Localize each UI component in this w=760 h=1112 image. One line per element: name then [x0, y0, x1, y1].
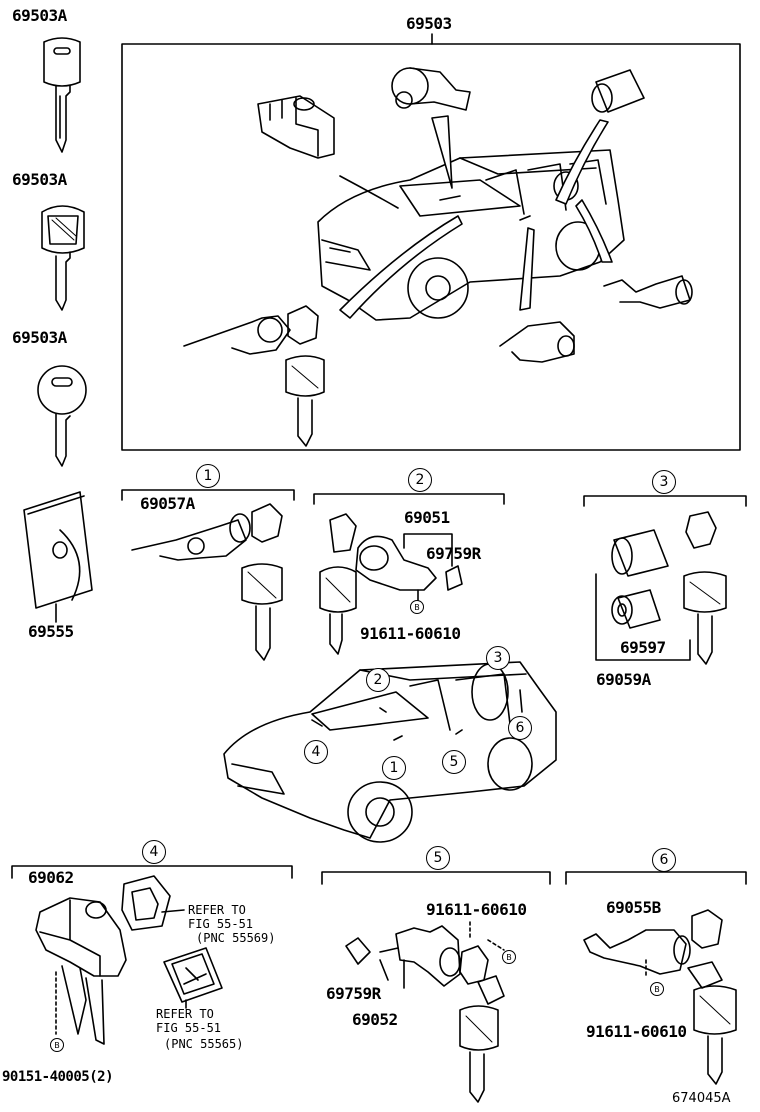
door-cylinder-set-icon — [131, 503, 283, 661]
vehicle-callout-1: 1 — [382, 756, 406, 780]
back-door-lock-set-icon — [583, 909, 737, 1085]
group3-part-a: 69597 — [620, 638, 666, 657]
group4-bolt-mark: B — [50, 1038, 64, 1052]
key-icon-a — [43, 37, 81, 153]
main-set-box — [121, 33, 741, 451]
card-key-icon — [23, 491, 93, 623]
group1-part-number: 69057A — [140, 494, 195, 513]
group5-part-a: 69759R — [326, 984, 381, 1003]
group4-bolt-number: 90151-40005(2) — [2, 1069, 114, 1085]
group5-bracket — [321, 871, 551, 885]
group3-bracket — [583, 495, 747, 507]
key-icon-c — [37, 365, 87, 467]
key-b-part-number: 69503A — [12, 170, 67, 189]
group1-bracket — [121, 489, 295, 501]
group4-refer2-line2: FIG 55-51 — [156, 1021, 222, 1035]
back-door-cylinder-icon — [591, 69, 645, 113]
group4-refer1-line3: (PNC 55569) — [196, 931, 276, 945]
group5-part-b: 69052 — [352, 1010, 398, 1029]
group4-refer2-line3: (PNC 55565) — [164, 1037, 244, 1051]
vehicle-callout-4: 4 — [304, 740, 328, 764]
door-lock-cylinder-set-icon — [345, 921, 505, 1103]
group2-bracket — [313, 493, 505, 505]
door-lock-cylinder-icon — [319, 513, 463, 655]
group5-bolt-mark: B — [502, 950, 516, 964]
group6-part-number: 69055B — [606, 898, 661, 917]
hood-lock-icon — [257, 95, 335, 159]
group6-bolt-mark: B — [650, 982, 664, 996]
group5-bolt-number: 91611-60610 — [426, 900, 527, 919]
callout-4: 4 — [142, 840, 166, 864]
back-door-cylinder-set-icon — [595, 511, 727, 665]
group6-bracket — [565, 871, 747, 885]
main-vehicle-drawing — [317, 115, 625, 321]
callout-2: 2 — [408, 468, 432, 492]
vehicle-callout-3: 3 — [486, 646, 510, 670]
group2-part-a: 69051 — [404, 508, 450, 527]
callout-1: 1 — [196, 464, 220, 488]
key-c-part-number: 69503A — [12, 328, 67, 347]
group4-part-number: 69062 — [28, 868, 74, 887]
group3-part-b: 69059A — [596, 670, 651, 689]
main-ignition-key-icon — [183, 305, 325, 447]
group2-bolt-mark: B — [410, 600, 424, 614]
group2-bolt-number: 91611-60610 — [360, 624, 461, 643]
group2-part-b: 69759R — [426, 544, 481, 563]
group4-refer2-line1: REFER TO — [156, 1007, 214, 1021]
diagram-id: 674045A — [672, 1091, 731, 1106]
center-vehicle-drawing — [223, 661, 557, 843]
main-set-part-number: 69503 — [406, 14, 452, 33]
door-lock-left-icon — [499, 321, 575, 363]
steering-lock-icon — [35, 875, 223, 1045]
group6-bolt-number: 91611-60610 — [586, 1022, 687, 1041]
callout-3: 3 — [652, 470, 676, 494]
vehicle-callout-6: 6 — [508, 716, 532, 740]
key-icon-b — [41, 205, 85, 311]
card-key-part-number: 69555 — [28, 622, 74, 641]
key-a-part-number: 69503A — [12, 6, 67, 25]
callout-5: 5 — [426, 846, 450, 870]
group4-bracket — [11, 865, 293, 879]
callout-6: 6 — [652, 848, 676, 872]
group4-refer1-line2: FIG 55-51 — [188, 917, 254, 931]
vehicle-callout-5: 5 — [442, 750, 466, 774]
group4-refer1-line1: REFER TO — [188, 903, 246, 917]
vehicle-callout-2: 2 — [366, 668, 390, 692]
door-lock-right-icon — [603, 275, 693, 309]
ignition-cylinder-icon — [391, 67, 471, 111]
